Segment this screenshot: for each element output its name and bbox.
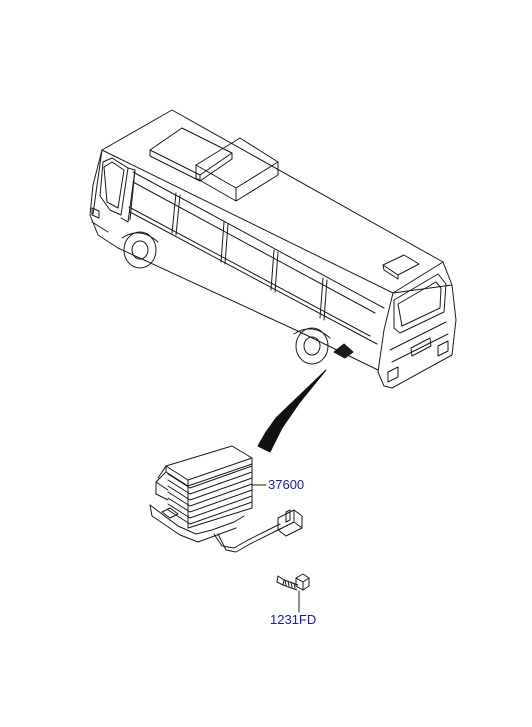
bolt-part-illustration xyxy=(276,573,310,591)
location-pointer xyxy=(257,369,327,453)
part-number-37600[interactable]: 37600 xyxy=(268,477,305,492)
module-part-illustration xyxy=(149,445,303,553)
part-number-1231fd[interactable]: 1231FD xyxy=(270,612,317,627)
bus-illustration xyxy=(89,109,457,389)
